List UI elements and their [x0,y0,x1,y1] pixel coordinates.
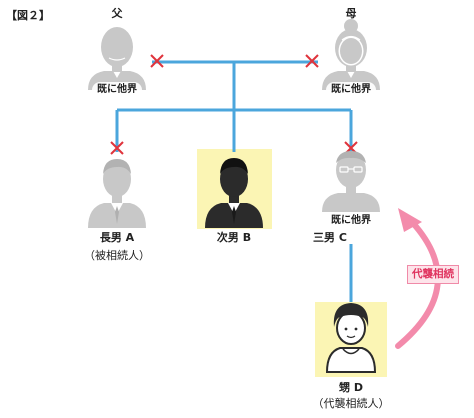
nephew-d-label: 甥 D [339,381,363,394]
son-c-label: 三男 C [313,231,347,244]
father-status: 既に他界 [92,82,142,98]
inheritance-arrow [395,208,441,349]
person-child-icon [325,303,377,373]
son-c-status: 既に他界 [326,213,376,229]
person-glasses-icon [322,151,380,212]
person-bald-icon [88,27,146,90]
person-suit-icon [88,159,146,228]
cross-icon [110,141,124,155]
deceased-marks [110,54,358,155]
arrow-head-icon [398,208,422,232]
cross-icon [150,54,164,68]
son-a-label: 長男 A [99,231,135,244]
person-suit-icon [205,158,263,228]
inheritance-tag: 代襲相続 [407,265,459,284]
father-label: 父 [111,7,123,20]
connector-lines [115,60,353,302]
figure-title: 【図２】 [6,9,50,22]
nephew-d-note: （代襲相続人） [312,397,390,410]
son-b-label: 次男 B [216,231,252,244]
person-bun-icon [322,19,380,90]
mother-status: 既に他界 [326,82,376,98]
son-a-note: （被相続人） [84,249,150,262]
mother-label: 母 [345,7,357,20]
cross-icon [305,54,319,68]
